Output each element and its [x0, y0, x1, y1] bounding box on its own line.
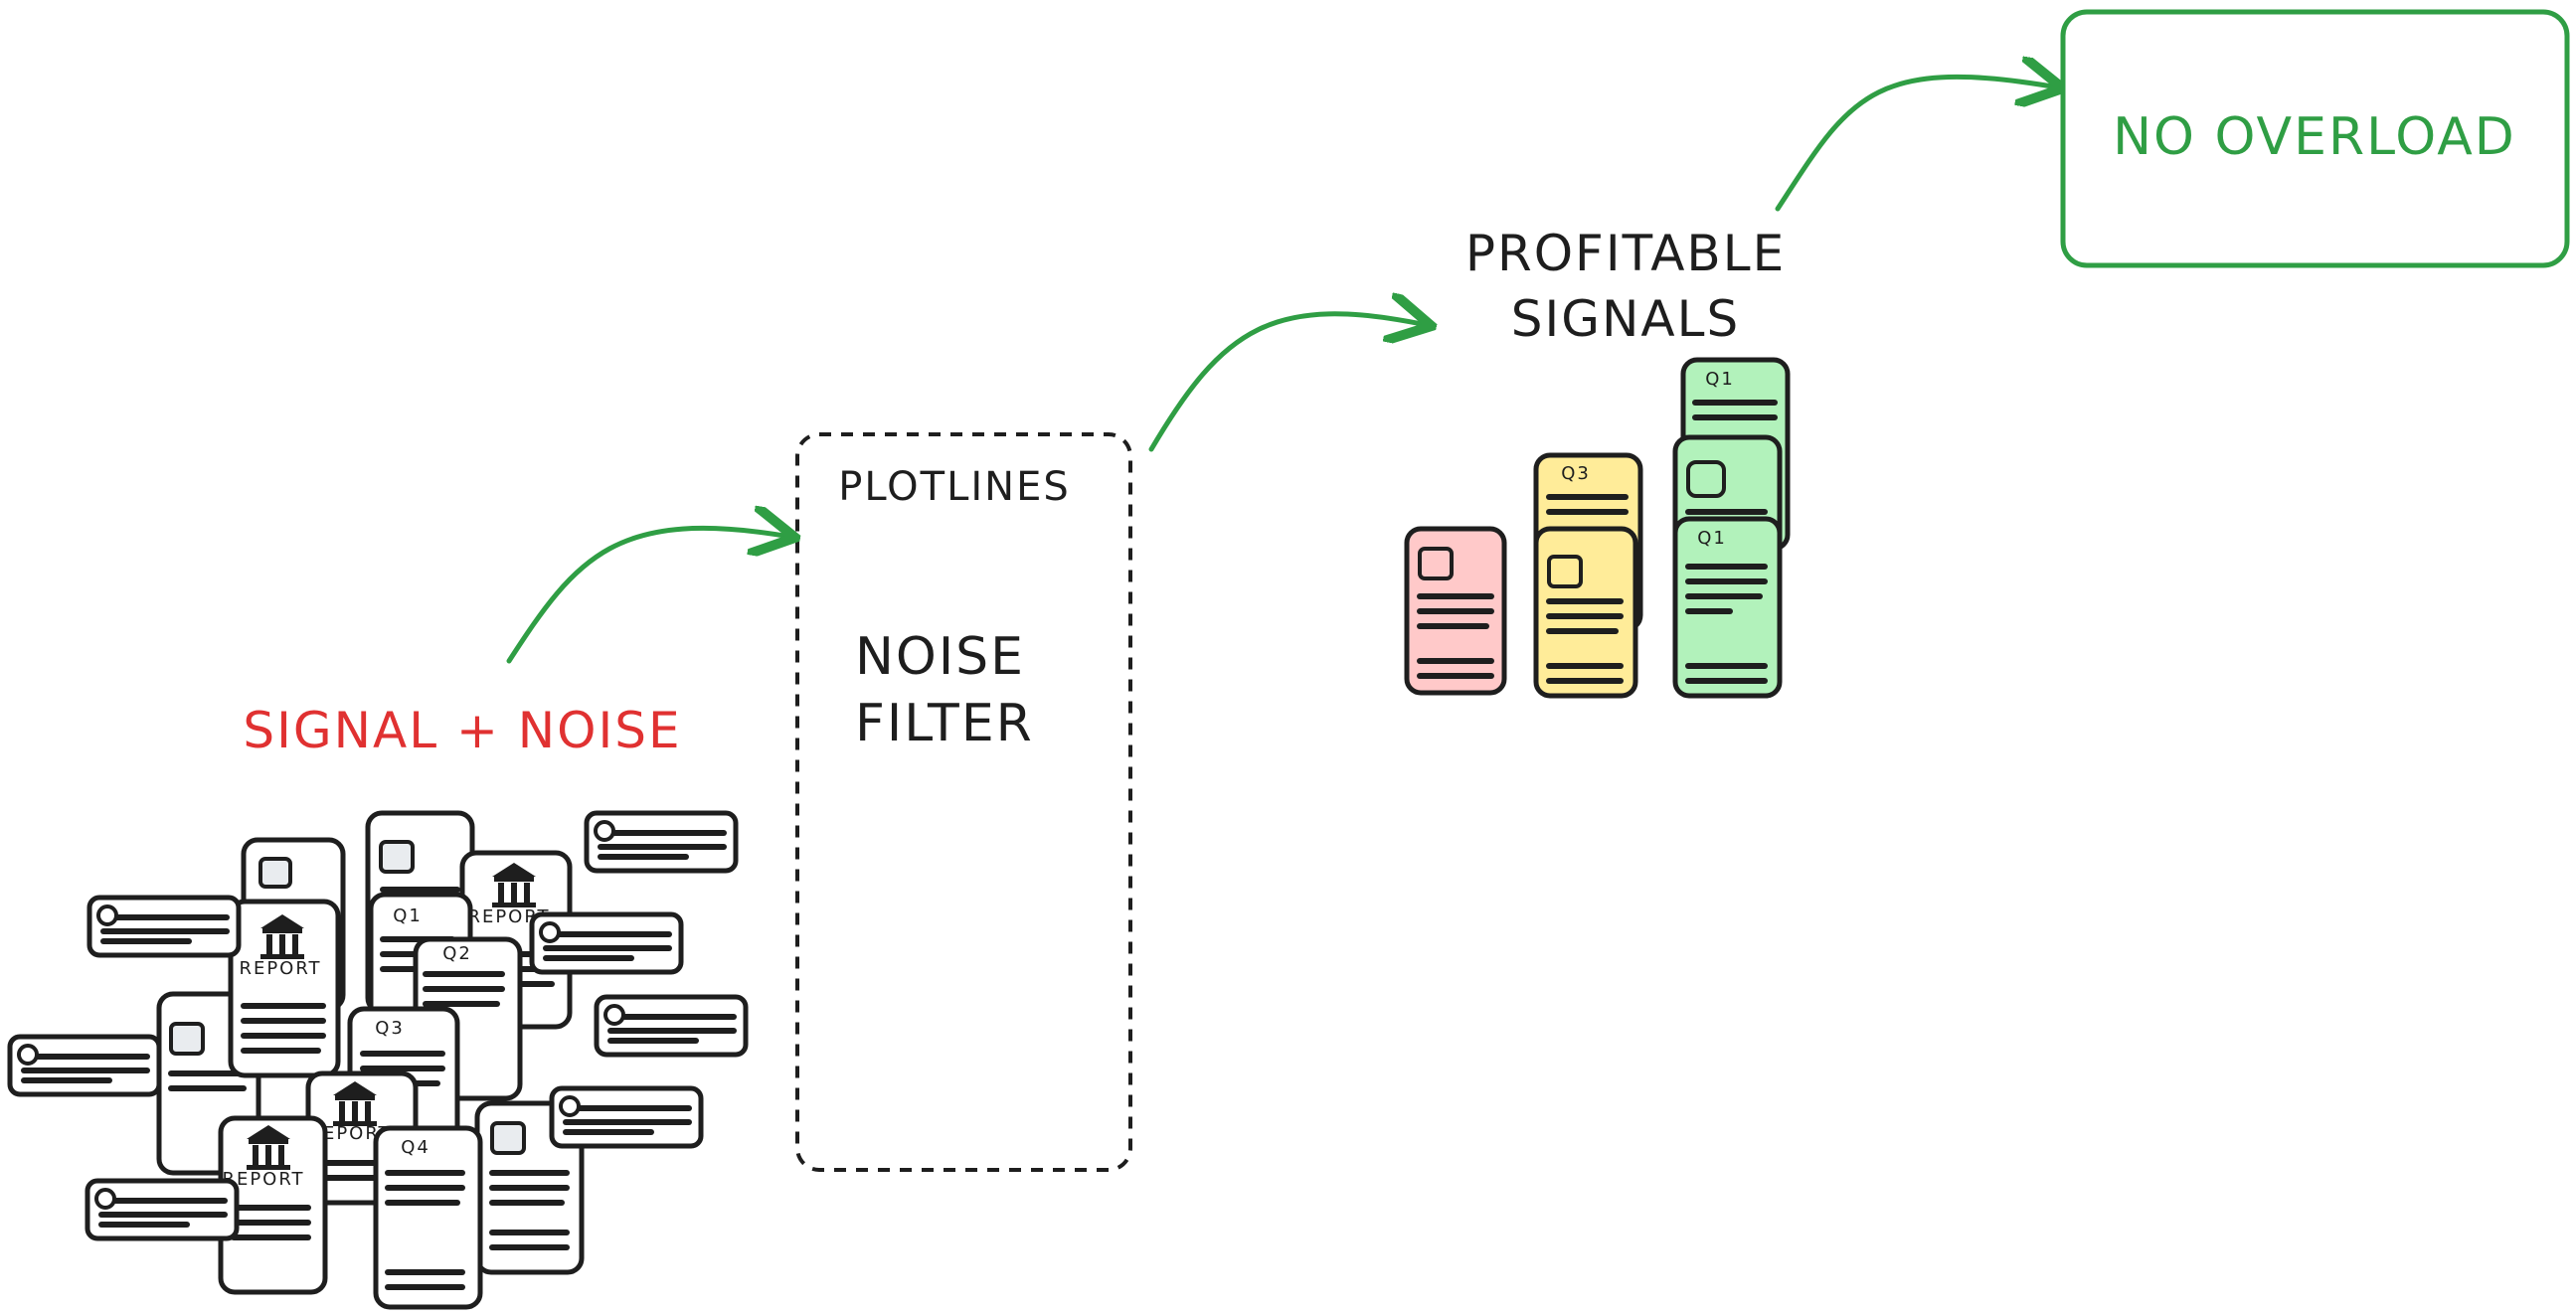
- signal-stack-green: Q1 Q1: [1672, 357, 1791, 699]
- report-card: REPORT: [228, 899, 341, 1078]
- plotlines-label: PLOTLINES: [838, 464, 1071, 510]
- no-overload-label: NO OVERLOAD: [2113, 107, 2516, 167]
- q4-card: Q4: [373, 1125, 483, 1310]
- signal-stack-yellow: Q3: [1533, 452, 1643, 699]
- search-result-card: [597, 997, 746, 1055]
- no-overload-box: NO OVERLOAD: [2060, 9, 2570, 268]
- noise-filter-label-line2: FILTER: [855, 694, 1034, 753]
- arrow-icon: [506, 528, 790, 664]
- noise-cluster: REPORT REPORT Q1: [10, 813, 746, 1310]
- search-result-card: [89, 898, 239, 955]
- q3-label: Q3: [1561, 463, 1591, 484]
- search-result-card: [10, 1037, 159, 1094]
- search-result-card: [532, 914, 681, 972]
- profitable-label-line2: SIGNALS: [1511, 290, 1740, 348]
- search-result-card: [552, 1088, 701, 1146]
- noise-filter-box: PLOTLINES NOISE FILTER: [795, 432, 1132, 1172]
- report-label: REPORT: [222, 1169, 304, 1190]
- signal-noise-label: SIGNAL + NOISE: [243, 702, 681, 759]
- arrow-icon: [1775, 77, 2058, 212]
- arrow-icon: [1148, 314, 1427, 452]
- q1-label: Q1: [393, 905, 423, 926]
- noise-filter-label-line1: NOISE: [855, 627, 1025, 687]
- q4-label: Q4: [401, 1137, 430, 1158]
- q3-label: Q3: [375, 1018, 405, 1039]
- report-label: REPORT: [308, 1123, 391, 1144]
- q2-label: Q2: [442, 943, 472, 964]
- search-result-card: [87, 1181, 237, 1238]
- search-result-card: [587, 813, 736, 871]
- report-label: REPORT: [467, 906, 550, 927]
- report-label: REPORT: [239, 958, 321, 979]
- q1-label: Q1: [1697, 528, 1727, 549]
- signal-stack-red: [1404, 526, 1507, 696]
- profitable-label-line1: PROFITABLE: [1465, 225, 1786, 282]
- q1-label: Q1: [1705, 369, 1735, 390]
